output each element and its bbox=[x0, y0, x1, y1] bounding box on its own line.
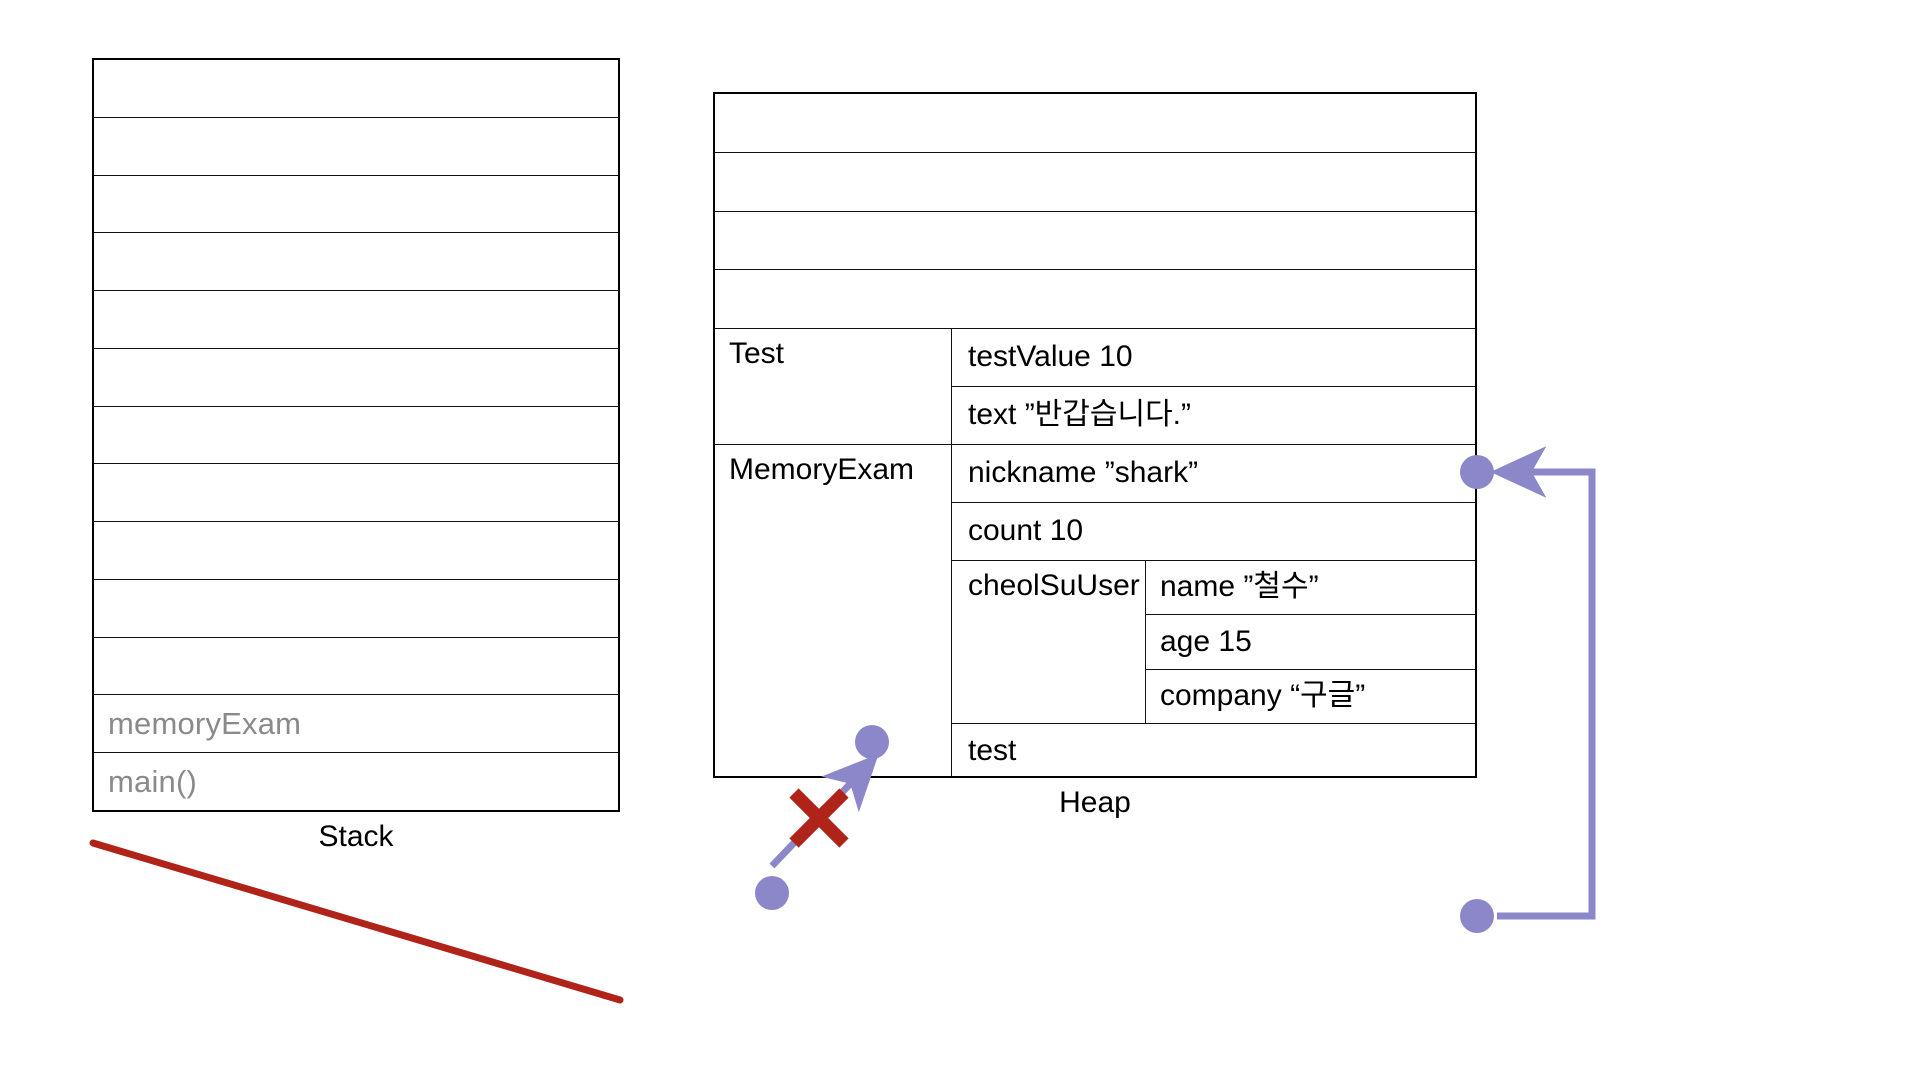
heap-object-memoryexam: MemoryExam nickname ”shark” count 10 che… bbox=[715, 445, 1475, 776]
stack-reference-dot bbox=[755, 876, 789, 910]
stack-table: memoryExam main() bbox=[92, 58, 620, 812]
heap-field-nickname: nickname ”shark” bbox=[952, 445, 1475, 503]
heap-field-age: age 15 bbox=[1146, 615, 1475, 670]
stack-empty-row bbox=[94, 407, 618, 465]
heap-table: Test testValue 10 text ”반갑습니다.” MemoryEx… bbox=[713, 92, 1477, 778]
stack-frame-label: main() bbox=[108, 764, 198, 800]
heap-object-fields: nickname ”shark” count 10 cheolSuUser na… bbox=[952, 445, 1475, 776]
test-to-test-object-connector bbox=[1490, 446, 1596, 920]
heap-empty-row bbox=[715, 270, 1475, 329]
stack-empty-row bbox=[94, 349, 618, 407]
heap-field-name: name ”철수” bbox=[1146, 561, 1475, 616]
heap-object-test: Test testValue 10 text ”반갑습니다.” bbox=[715, 329, 1475, 445]
heap-object-name: MemoryExam bbox=[715, 445, 952, 776]
heap-field-text: text ”반갑습니다.” bbox=[968, 398, 1192, 432]
stack-empty-row bbox=[94, 522, 618, 580]
heap-empty-row bbox=[715, 153, 1475, 212]
stack-strikethrough-line bbox=[89, 839, 624, 1004]
heap-nested-object-fields: name ”철수” age 15 company “구글” bbox=[1146, 561, 1475, 723]
heap-field-count: count 10 bbox=[952, 503, 1475, 561]
heap-caption: Heap bbox=[1059, 786, 1131, 819]
heap-field-company: company “구글” bbox=[1160, 679, 1366, 713]
heap-empty-row bbox=[715, 94, 1475, 153]
heap-empty-region bbox=[715, 94, 1475, 329]
heap-object-fields: testValue 10 text ”반갑습니다.” bbox=[952, 329, 1475, 444]
heap-field-testvalue: testValue 10 bbox=[952, 329, 1475, 387]
heap-field-test: test bbox=[968, 734, 1017, 767]
heap-test-field-dot bbox=[1460, 899, 1494, 933]
heap-object-name: Test bbox=[715, 329, 952, 444]
heap-nested-object-cheolsuuser: cheolSuUser name ”철수” age 15 company “구글… bbox=[952, 561, 1475, 724]
stack-empty-row bbox=[94, 60, 618, 118]
stack-empty-row bbox=[94, 118, 618, 176]
stack-frame-main: main() bbox=[94, 753, 618, 810]
stack-caption: Stack bbox=[318, 820, 394, 853]
stack-empty-row bbox=[94, 291, 618, 349]
stack-frame-memoryexam: memoryExam bbox=[94, 695, 618, 754]
stack-empty-row bbox=[94, 464, 618, 523]
stack-empty-row bbox=[94, 233, 618, 292]
stack-empty-row bbox=[94, 638, 618, 696]
heap-nested-object-name: cheolSuUser bbox=[952, 561, 1146, 723]
stack-frame-label: memoryExam bbox=[108, 706, 302, 742]
heap-empty-row bbox=[715, 212, 1475, 271]
stack-empty-row bbox=[94, 176, 618, 234]
stack-empty-row bbox=[94, 580, 618, 638]
